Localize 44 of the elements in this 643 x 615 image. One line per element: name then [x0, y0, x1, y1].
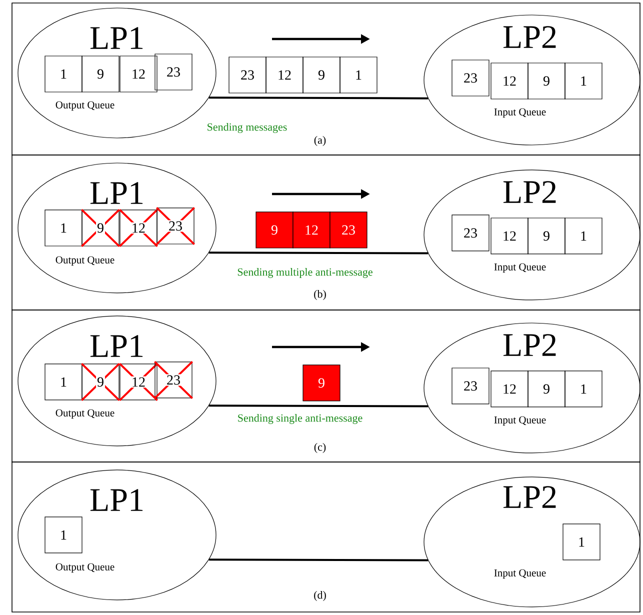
queue-cell: 12	[490, 62, 528, 100]
panel-caption: (b)	[314, 290, 326, 300]
edge-label: Sending multiple anti-message	[236, 266, 374, 279]
queue-cell: 23	[452, 214, 490, 252]
crossed-cell: 9	[80, 362, 120, 402]
panel-caption: (d)	[314, 591, 326, 601]
queue-cell: 23	[154, 54, 192, 90]
connector-line	[208, 252, 428, 254]
queue-cell: 9	[528, 218, 566, 254]
connector-line	[208, 404, 428, 408]
queue-cell: 12	[120, 56, 158, 92]
queue-cell: 9	[528, 370, 566, 408]
panel-caption: (c)	[314, 443, 326, 453]
panel-caption: (a)	[314, 136, 326, 146]
queue-cell: 1	[564, 370, 602, 408]
queue-cell: 9	[302, 364, 340, 402]
edge-label: Sending single anti-message	[236, 412, 364, 425]
queue-cell: 23	[452, 368, 490, 404]
queue-cell: 1	[562, 524, 600, 560]
queue-cell: 12	[490, 218, 528, 254]
queue-cell: 1	[44, 516, 82, 554]
queue-cell: 23	[330, 212, 368, 248]
queue-cell: 9	[256, 212, 294, 248]
queue-cell: 1	[44, 56, 82, 92]
queue-cell: 9	[82, 56, 120, 92]
queue-cell: 1	[44, 210, 82, 246]
queue-cell: 23	[452, 60, 490, 96]
queue-cell: 9	[302, 56, 340, 94]
queue-cell: 12	[292, 212, 330, 248]
queue-cell: 12	[490, 370, 528, 408]
crossed-cell: 23	[156, 206, 196, 246]
queue-cell: 12	[266, 56, 304, 94]
queue-cell: 1	[44, 364, 82, 400]
queue-cell: 1	[564, 62, 602, 100]
crossed-cell: 12	[118, 362, 158, 402]
queue-cell: 9	[528, 62, 566, 100]
crossed-cell: 9	[80, 208, 120, 248]
queue-cell: 1	[564, 218, 602, 254]
connector-line	[208, 96, 428, 100]
queue-cell: 1	[340, 56, 378, 94]
crossed-cell: 12	[118, 208, 158, 248]
queue-cell: 23	[228, 56, 266, 94]
crossed-cell: 23	[154, 360, 194, 400]
connector-line	[208, 558, 428, 562]
